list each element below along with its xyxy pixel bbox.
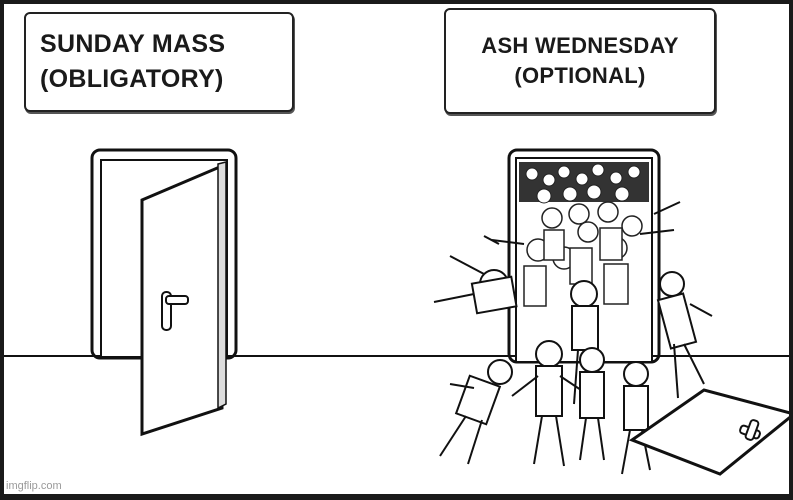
sign-left-title: SUNDAY MASS bbox=[40, 30, 226, 58]
open-door-icon bbox=[90, 148, 238, 437]
sign-ash-wednesday: ASH WEDNESDAY (OPTIONAL) bbox=[444, 8, 716, 114]
meme-panel: SUNDAY MASS (OBLIGATORY) ASH WEDNESDAY (… bbox=[4, 4, 789, 494]
sign-sunday-mass: SUNDAY MASS (OBLIGATORY) bbox=[24, 12, 294, 112]
watermark: imgflip.com bbox=[6, 480, 62, 492]
stick-figure-crowd bbox=[433, 201, 713, 475]
sign-right-subtitle: (OPTIONAL) bbox=[514, 63, 646, 88]
fallen-door-icon bbox=[628, 388, 789, 476]
sign-left-subtitle: (OBLIGATORY) bbox=[40, 65, 224, 93]
sign-right-title: ASH WEDNESDAY bbox=[481, 33, 679, 58]
meme-illustration bbox=[4, 148, 789, 476]
